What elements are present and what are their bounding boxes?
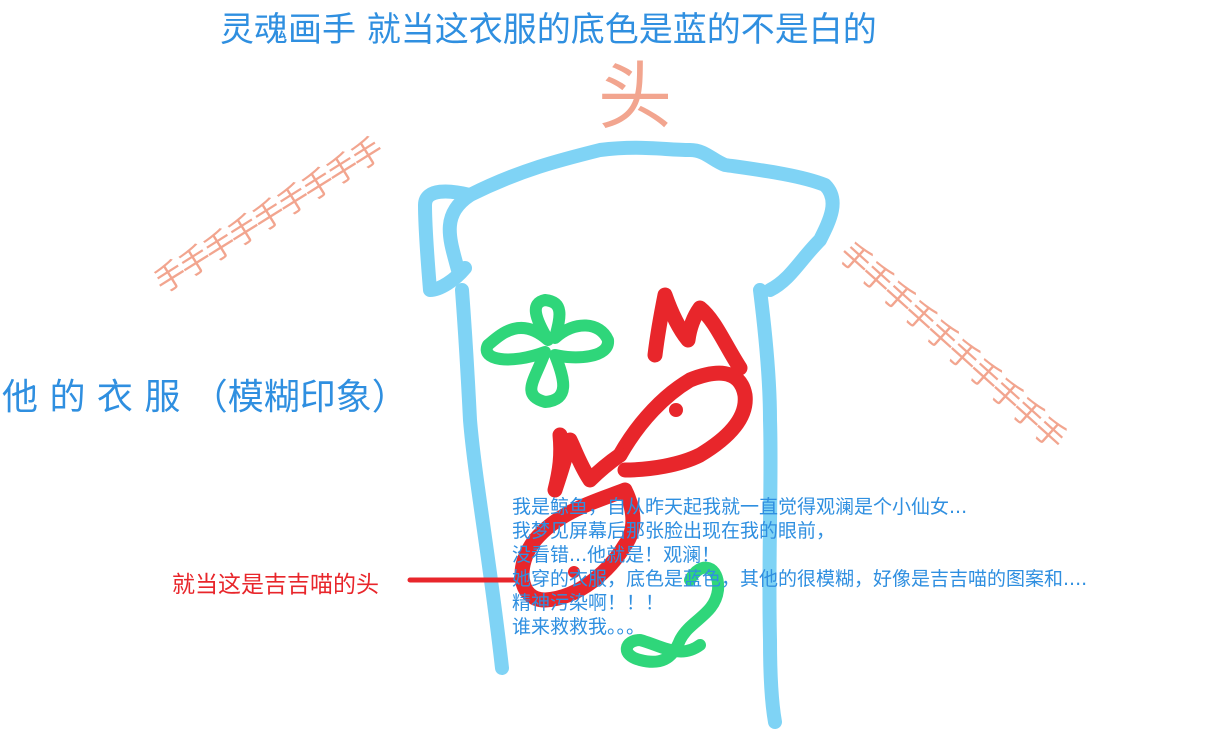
cat-spikes <box>547 427 628 498</box>
green-clover <box>480 294 614 408</box>
story-line: 没看错...他就是！观澜！ <box>512 544 721 566</box>
clover-petals <box>480 294 614 408</box>
cat-head <box>612 365 753 478</box>
shirt-left-side <box>455 283 509 675</box>
page-title: 灵魂画手 就当这衣服的底色是蓝的不是白的 <box>220 10 877 50</box>
cat-eye <box>669 403 683 417</box>
shirt-right-side <box>753 283 782 729</box>
head-label: 头 <box>598 54 672 140</box>
clothes-label: 他 的 衣 服 （模糊印象） <box>2 377 408 418</box>
cat-ears <box>647 287 748 376</box>
story-line: 我梦见屏幕后那张脸出现在我的眼前， <box>512 520 836 542</box>
green-squiggle <box>620 561 725 668</box>
shirt-left-sleeve <box>418 184 477 297</box>
cat-body <box>514 482 641 608</box>
story-line: 我是鲸鱼，自从昨天起我就一直觉得观澜是个小仙女... <box>512 496 968 518</box>
story-line: 精神污染啊！！！ <box>512 592 665 614</box>
cat-dot <box>568 566 580 578</box>
shirt-collar-and-shoulders <box>442 140 840 297</box>
squiggle-path <box>620 561 725 668</box>
story-line: 谁来救救我。。。 <box>512 616 646 638</box>
red-cat-doodle <box>514 287 753 608</box>
shirt-outline <box>418 140 840 729</box>
story-text: 我是鲸鱼，自从昨天起我就一直觉得观澜是个小仙女... 我梦见屏幕后那张脸出现在我… <box>512 495 1202 639</box>
cat-head-label: 就当这是吉吉喵的头 <box>172 572 379 598</box>
story-line: 她穿的衣服，底色是蓝色，其他的很模糊，好像是吉吉喵的图案和.... <box>512 568 1088 590</box>
